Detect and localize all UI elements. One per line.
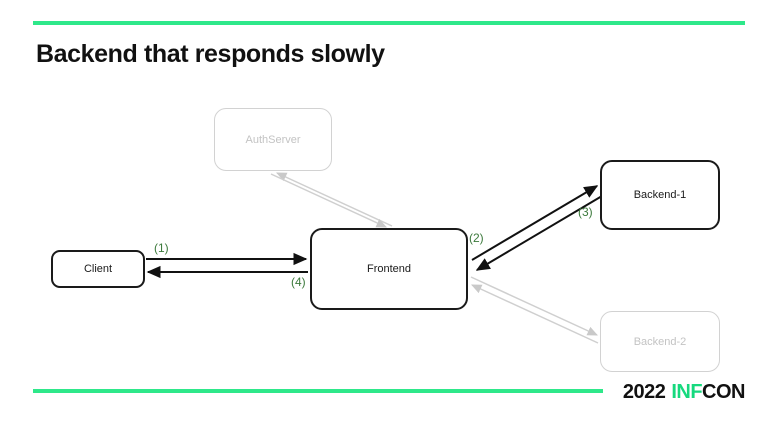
node-backend-1[interactable]: Backend-1 (600, 160, 720, 230)
footer-logo-year: 2022 (622, 381, 666, 403)
step-label-3: (3) (578, 205, 593, 219)
edge-frontend-authserver (270, 172, 393, 228)
bottom-accent-rule (33, 389, 603, 393)
node-backend-1-label: Backend-1 (633, 189, 687, 201)
footer-logo-inf: INF (671, 381, 703, 403)
node-backend-2[interactable]: Backend-2 (600, 311, 720, 372)
top-accent-rule (33, 21, 745, 25)
node-client-label: Client (83, 263, 113, 275)
node-authserver[interactable]: AuthServer (214, 108, 332, 171)
footer-logo: 2022 INF CON (622, 381, 746, 404)
step-label-4: (4) (291, 275, 306, 289)
edge-client-frontend (146, 252, 308, 279)
node-frontend-label: Frontend (366, 263, 412, 275)
edge-frontend-backend2 (470, 276, 599, 344)
node-backend-2-label: Backend-2 (633, 335, 687, 348)
step-label-2: (2) (469, 231, 484, 245)
step-label-1: (1) (154, 241, 169, 255)
footer-logo-con: CON (702, 381, 745, 403)
page-title: Backend that responds slowly (36, 40, 385, 68)
node-client[interactable]: Client (51, 250, 145, 288)
edge-frontend-backend1 (471, 185, 603, 271)
node-frontend[interactable]: Frontend (310, 228, 468, 310)
node-authserver-label: AuthServer (245, 133, 301, 146)
